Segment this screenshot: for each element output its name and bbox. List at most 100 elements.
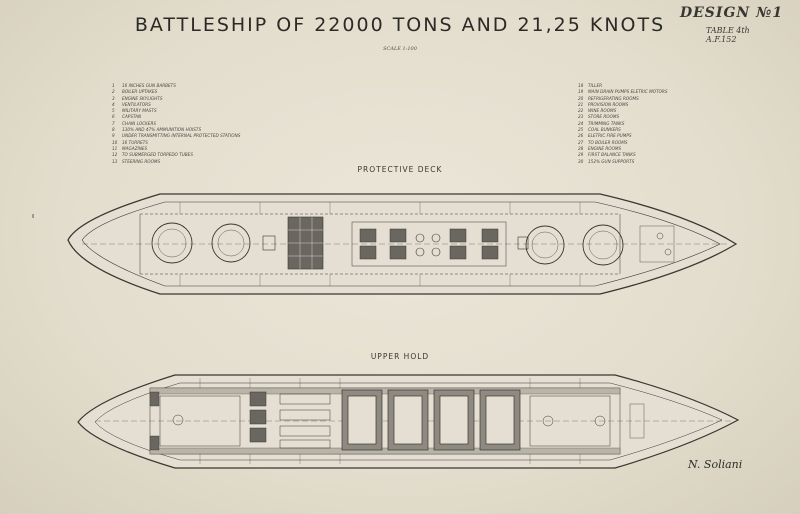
design-table-label: TABLE 4th [706,26,750,35]
legend-right: 18 TILLER 19 MAIN DRAIN PUMPS ELETRIC MOTOR… [578,83,668,165]
legend-item-text: FIRST BALANCE TANKS [588,152,636,158]
legend-item: 28 ENGINE ROOMS [578,146,668,152]
legend-item-number: 21 [578,101,584,107]
design-ref: A.F.152 [706,35,737,44]
deck-armour-belt [140,213,620,275]
legend-item-number: 7 [112,120,115,126]
legend-item-text: ELETRIC FIRE PUMPS [588,133,632,139]
legend-item-text: COAL BUNKERS [588,127,621,133]
legend-item: 5 MILITARY MASTS [112,108,240,114]
legend-item-text: ENGINE SKYLIGHTS [122,95,163,101]
legend-item-number: 3 [112,95,115,101]
engine-rooms [249,391,331,449]
legend-item: 6 CAPSTAN [112,114,240,120]
engine-skylights [359,228,499,260]
legend-item-number: 4 [112,101,115,107]
design-label: DESIGN №1 [680,5,784,21]
legend-item-text: STEERING ROOMS [122,158,161,164]
legend-item: 7 CHAIN LOCKERS [112,121,240,127]
legend-item: 20 REFRIGERATING ROOMS [578,96,668,102]
legend-item-number: 1 [112,83,115,88]
barbette-1 [151,222,193,264]
legend-item: 21 PROVISION ROOMS [578,102,668,108]
legend-item-number: 9 [112,133,115,139]
legend-item: 30 152% GUN SUPPORTS [578,159,668,165]
legend-item-number: 27 [578,139,584,145]
deck-inner-outline [81,201,721,287]
legend-item-number: 29 [578,152,584,158]
legend-item-number: 2 [112,89,115,95]
legend-item: 1 16 INCHES GUN BARBETS [112,83,240,89]
legend-item-text: TO SUBMERGED TORPEDO TUBES [122,152,193,158]
legend-item-number: 19 [578,89,584,95]
legend-item-number: 30 [578,158,584,164]
barbette-3 [525,225,565,265]
signature: N. Soliani [688,458,743,471]
legend-item-number: 23 [578,114,584,120]
legend-item: 23 STORE ROOMS [578,114,668,120]
legend-item-text: MAIN DRAIN PUMPS ELETRIC MOTORS [588,89,668,95]
legend-item-text: 152% GUN SUPPORTS [588,158,635,164]
legend-item: 24 TRIMMING TANKS [578,121,668,127]
legend-item-text: TO BOILER ROOMS [588,139,628,145]
barbette-4 [582,224,624,266]
legend-item: 8 130% AND 47% AMMUNITION HOISTS [112,127,240,133]
legend-item-number: 24 [578,120,584,126]
legend-item-number: 13 [112,158,118,164]
legend-item-text: 16 TURRETS [122,139,148,145]
legend-item-text: REFRIGERATING ROOMS [588,95,639,101]
legend-item-number: 5 [112,108,115,114]
legend-item: 11 MAGAZINES [112,146,240,152]
legend-item-text: STORE ROOMS [588,114,620,120]
legend-item-text: WINE ROOMS [588,108,617,114]
drawing-title: BATTLESHIP OF 22000 TONS AND 21,25 KNOTS [134,14,666,36]
legend-item-number: 11 [112,145,118,151]
legend-item-text: 16 INCHES GUN BARBETS [122,83,176,88]
legend-item-text: CAPSTAN [122,114,142,120]
legend-item: 26 ELETRIC FIRE PUMPS [578,133,668,139]
barbette-2 [211,223,251,263]
legend-item-number: 26 [578,133,584,139]
legend-item-number: 6 [112,114,115,120]
legend-item-text: MAGAZINES [122,145,148,151]
legend-item-number: 10 [112,139,118,145]
legend-item-number: 22 [578,108,584,114]
legend-item-text: ENGINE ROOMS [588,145,622,151]
legend-item-number: 18 [578,83,584,88]
legend-item-number: 28 [578,145,584,151]
legend-item: 25 COAL BUNKERS [578,127,668,133]
legend-item-text: TILLER [588,83,603,88]
legend-item-text: CHAIN LOCKERS [122,120,157,126]
legend-item: 10 16 TURRETS [112,140,240,146]
legend-item-text: 130% AND 47% AMMUNITION HOISTS [122,127,202,133]
legend-item: 22 WINE ROOMS [578,108,668,114]
legend-item: 3 ENGINE SKYLIGHTS [112,96,240,102]
legend-item: 27 TO BOILER ROOMS [578,140,668,146]
legend-item-text: PROVISION ROOMS [588,101,629,107]
legend-item-text: VENTILATORS [122,101,151,107]
upper-hold-label: UPPER HOLD [370,352,430,361]
legend-item-text: TRIMMING TANKS [588,120,625,126]
legend-item-text: MILITARY MASTS [122,108,157,114]
legend-item: 18 TILLER [578,83,668,89]
legend-item: 19 MAIN DRAIN PUMPS ELETRIC MOTORS [578,89,668,95]
legend-item: 2 BOILER UPTAKES [112,89,240,95]
legend-item: 9 UNDER TRANSMITTING INTERNAL PROTECTED S… [112,133,240,139]
protective-deck-plan [67,193,738,295]
legend-item-number: 25 [578,127,584,133]
boiler-rooms [341,389,521,451]
legend-item-text: BOILER UPTAKES [122,89,158,95]
upper-hold-plan [77,374,740,469]
legend-item-number: 20 [578,95,584,101]
legend-item: 13 STEERING ROOMS [112,159,240,165]
legend-left: 1 16 INCHES GUN BARBETS 2 BOILER UPTAKES 3 EN… [112,83,240,165]
legend-item-text: UNDER TRANSMITTING INTERNAL PROTECTED ST… [122,133,241,139]
protective-deck-label: PROTECTIVE DECK [357,165,443,174]
legend-item: 29 FIRST BALANCE TANKS [578,152,668,158]
design-table: TABLE 4th A.F.152 [706,26,750,44]
legend-item-number: 8 [112,127,115,133]
legend-item: 4 VENTILATORS [112,102,240,108]
